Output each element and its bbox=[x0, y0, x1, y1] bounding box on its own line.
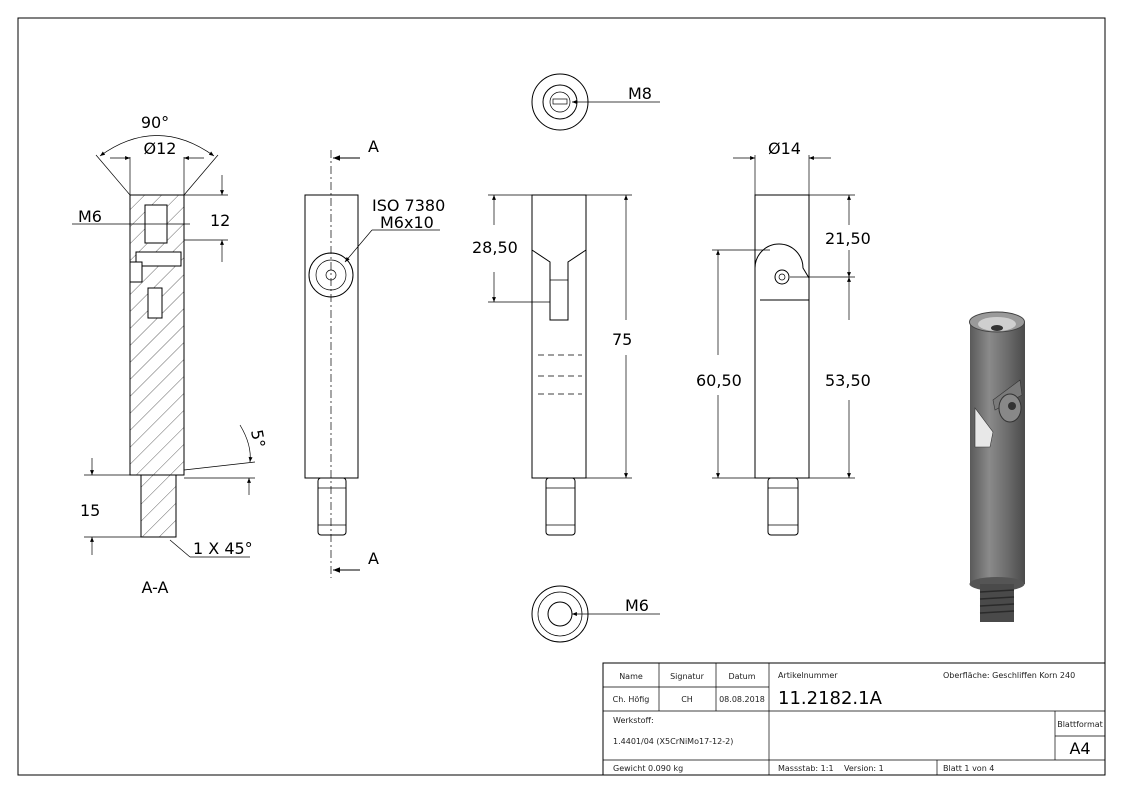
format-label: Blattformat bbox=[1057, 720, 1103, 729]
header-signature: Signatur bbox=[670, 672, 705, 681]
header-name: Name bbox=[619, 672, 643, 681]
taper-dimension: 5° bbox=[247, 428, 269, 449]
stud-length-dimension: 15 bbox=[80, 501, 100, 520]
slot-depth-dimension: 28,50 bbox=[472, 238, 518, 257]
screw-size-label: M6x10 bbox=[380, 213, 434, 232]
section-label: A-A bbox=[142, 578, 169, 597]
angle-dimension: 90° bbox=[141, 113, 169, 132]
bottom-thread-label: M6 bbox=[625, 596, 649, 615]
right-view: Ø14 21,50 53,50 60,50 bbox=[696, 139, 871, 536]
hole-bottom-dimension: 53,50 bbox=[825, 371, 871, 390]
drafter-name: Ch. Höfig bbox=[613, 695, 650, 704]
isometric-render bbox=[969, 311, 1025, 622]
section-view-a-a: 90° Ø12 M6 12 5° 15 1 X 45° A-A bbox=[72, 113, 269, 597]
diameter-dimension: Ø12 bbox=[144, 139, 177, 158]
sheet-number: Blatt 1 von 4 bbox=[943, 764, 994, 773]
depth-dimension: 12 bbox=[210, 211, 230, 230]
screw-spec-label: ISO 7380 bbox=[372, 196, 445, 215]
chamfer-dimension: 1 X 45° bbox=[193, 539, 253, 558]
format-value: A4 bbox=[1069, 739, 1090, 758]
material-label: Werkstoff: bbox=[613, 716, 654, 725]
header-date: Datum bbox=[728, 672, 755, 681]
diameter-dimension: Ø14 bbox=[768, 139, 801, 158]
section-marker-bottom: A bbox=[368, 549, 379, 568]
hole-top-dimension: 21,50 bbox=[825, 229, 871, 248]
front-view: 28,50 75 bbox=[472, 194, 632, 536]
section-marker-top: A bbox=[368, 137, 379, 156]
surface-finish: Oberfläche: Geschliffen Korn 240 bbox=[943, 671, 1075, 680]
thread-dimension: M6 bbox=[78, 207, 102, 226]
bottom-view: M6 bbox=[531, 585, 660, 643]
slot-height-dimension: 60,50 bbox=[696, 371, 742, 390]
title-block: Name Signatur Datum Ch. Höfig CH 08.08.2… bbox=[602, 662, 1106, 776]
length-dimension: 75 bbox=[612, 330, 632, 349]
drawing-date: 08.08.2018 bbox=[719, 695, 765, 704]
drafter-signature: CH bbox=[681, 695, 693, 704]
scale: Massstab: 1:1 bbox=[778, 764, 834, 773]
version: Version: 1 bbox=[844, 764, 884, 773]
article-label: Artikelnummer bbox=[778, 671, 838, 680]
top-thread-label: M8 bbox=[628, 84, 652, 103]
material-value: 1.4401/04 (X5CrNiMo17-12-2) bbox=[613, 737, 733, 746]
top-view: M8 bbox=[531, 73, 660, 131]
article-number: 11.2182.1A bbox=[778, 688, 883, 709]
weight: Gewicht 0.090 kg bbox=[613, 764, 683, 773]
side-view: A A ISO 7380 M6x10 bbox=[304, 137, 445, 578]
drawing-frame bbox=[17, 17, 1106, 776]
